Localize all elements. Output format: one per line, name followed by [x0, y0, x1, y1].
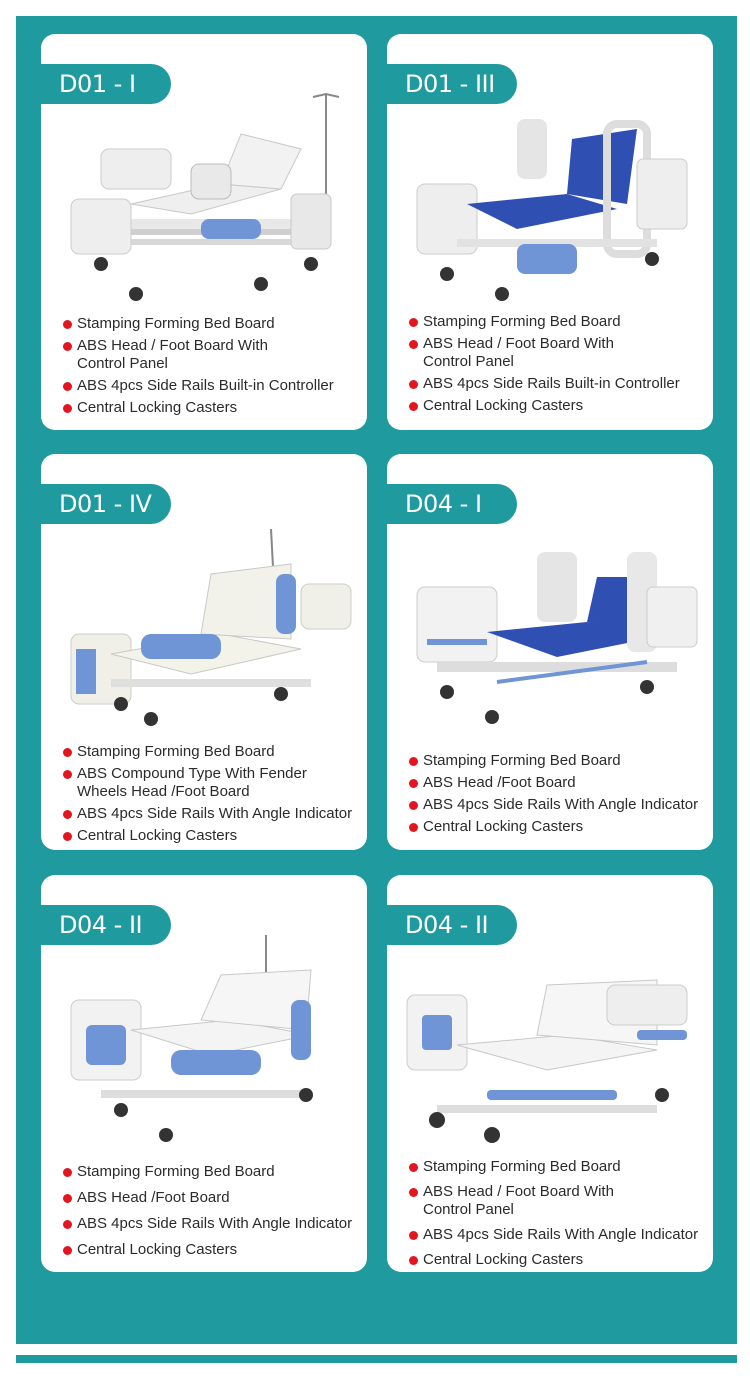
bullet-icon [409, 1188, 418, 1197]
bullet-icon [409, 402, 418, 411]
bottom-divider [16, 1355, 737, 1363]
feature-item: ABS Head /Foot Board [63, 1189, 359, 1207]
feature-item: Stamping Forming Bed Board [63, 315, 359, 333]
feature-item: ABS 4pcs Side Rails With Angle Indicator [63, 1215, 359, 1233]
feature-item: Central Locking Casters [409, 818, 705, 836]
product-card-d04-i[interactable]: D04 - I Stamping Forming Bed Board ABS H… [387, 454, 713, 850]
feature-item: ABS 4pcs Side Rails With Angle Indicator [63, 805, 359, 823]
bullet-icon [409, 380, 418, 389]
feature-item: ABS Compound Type With Fender Wheels Hea… [63, 765, 359, 801]
feature-item: Stamping Forming Bed Board [63, 743, 359, 761]
feature-item: ABS 4pcs Side Rails With Angle Indicator [409, 1226, 705, 1244]
feature-item: Stamping Forming Bed Board [409, 313, 705, 331]
feature-item: ABS 4pcs Side Rails With Angle Indicator [409, 796, 705, 814]
feature-list: Stamping Forming Bed Board ABS Compound … [63, 743, 359, 849]
bed-image [70, 92, 340, 301]
feature-list: Stamping Forming Bed Board ABS Head / Fo… [63, 315, 359, 421]
feature-item: ABS Head / Foot Board With Control Panel [63, 337, 359, 373]
product-card-d04-ii[interactable]: D04 - II Stamping Forming Bed Board ABS … [41, 875, 367, 1272]
bullet-icon [63, 1220, 72, 1229]
feature-item: Central Locking Casters [63, 1241, 359, 1259]
product-card-d01-i[interactable]: D01 - I Stamping Forming Bed Board ABS H… [41, 34, 367, 430]
bed-image [416, 552, 698, 724]
bed-image [70, 935, 313, 1142]
product-card-d04-ii-alt[interactable]: D04 - II Stamping Forming Bed Board ABS … [387, 875, 713, 1272]
bullet-icon [63, 342, 72, 351]
feature-list: Stamping Forming Bed Board ABS Head / Fo… [409, 1158, 705, 1272]
feature-item: Central Locking Casters [409, 1251, 705, 1269]
model-tag: D01 - III [387, 64, 517, 104]
bullet-icon [63, 832, 72, 841]
product-card-d01-iv[interactable]: D01 - IV Stamping Forming Bed Board ABS … [41, 454, 367, 850]
feature-item: Stamping Forming Bed Board [63, 1163, 359, 1181]
product-card-d01-iii[interactable]: D01 - III Stamping Forming Bed Board ABS… [387, 34, 713, 430]
bullet-icon [409, 779, 418, 788]
bullet-icon [409, 318, 418, 327]
bullet-icon [63, 320, 72, 329]
bullet-icon [63, 810, 72, 819]
bed-image [416, 119, 688, 301]
bullet-icon [409, 1231, 418, 1240]
feature-item: ABS Head / Foot Board With Control Panel [409, 335, 705, 371]
bed-image [406, 979, 688, 1143]
feature-item: ABS 4pcs Side Rails Built-in Controller [63, 377, 359, 395]
model-tag: D04 - II [41, 905, 171, 945]
bullet-icon [63, 748, 72, 757]
model-tag: D04 - I [387, 484, 517, 524]
bullet-icon [63, 382, 72, 391]
bullet-icon [409, 340, 418, 349]
feature-item: Central Locking Casters [409, 397, 705, 415]
bullet-icon [409, 801, 418, 810]
feature-item: ABS Head /Foot Board [409, 774, 705, 792]
feature-list: Stamping Forming Bed Board ABS Head /Foo… [409, 752, 705, 840]
bullet-icon [409, 1163, 418, 1172]
bullet-icon [409, 1256, 418, 1265]
bullet-icon [63, 1194, 72, 1203]
model-tag: D04 - II [387, 905, 517, 945]
feature-item: Central Locking Casters [63, 827, 359, 845]
bullet-icon [63, 1246, 72, 1255]
feature-item: Stamping Forming Bed Board [409, 1158, 705, 1176]
bullet-icon [63, 770, 72, 779]
feature-item: ABS Head / Foot Board With Control Panel [409, 1183, 705, 1219]
feature-item: Central Locking Casters [63, 399, 359, 417]
model-tag: D01 - I [41, 64, 171, 104]
model-tag: D01 - IV [41, 484, 171, 524]
feature-item: Stamping Forming Bed Board [409, 752, 705, 770]
feature-list: Stamping Forming Bed Board ABS Head /Foo… [63, 1163, 359, 1263]
bullet-icon [409, 823, 418, 832]
feature-item: ABS 4pcs Side Rails Built-in Controller [409, 375, 705, 393]
bullet-icon [63, 404, 72, 413]
bullet-icon [409, 757, 418, 766]
bed-image [70, 528, 352, 726]
bullet-icon [63, 1168, 72, 1177]
feature-list: Stamping Forming Bed Board ABS Head / Fo… [409, 313, 705, 419]
